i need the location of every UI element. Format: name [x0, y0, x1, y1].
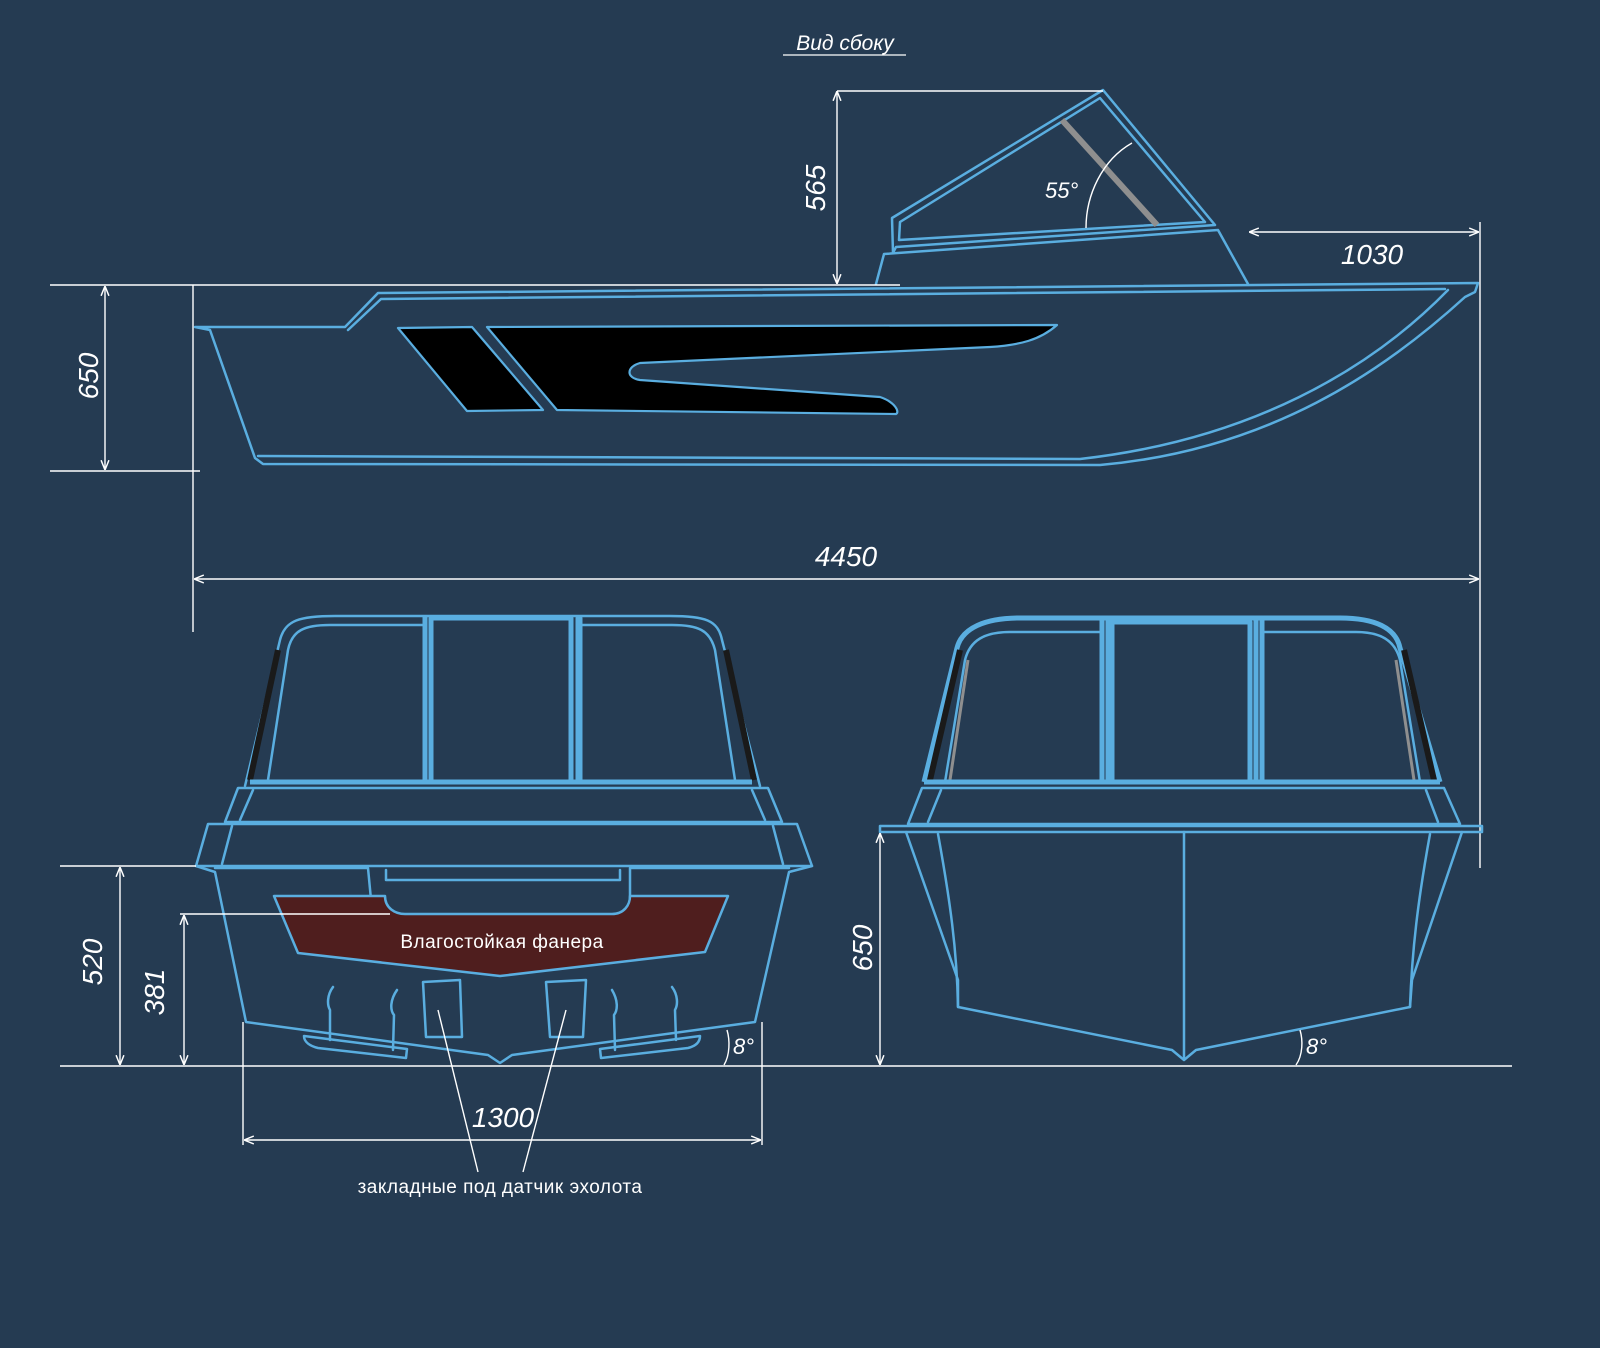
stern-strake-1 — [326, 985, 335, 1042]
side-view-dimensions: 565 1030 650 4450 — [50, 90, 1481, 868]
stern-windshield-inner-r — [578, 623, 737, 782]
stern-windshield-base — [223, 786, 784, 824]
front-view: 8° — [878, 615, 1484, 1066]
front-windshield-base — [906, 786, 1462, 826]
windshield-base — [874, 228, 1250, 286]
front-pane-right — [1253, 615, 1265, 785]
stern-deck — [194, 822, 814, 868]
front-glass-right — [1401, 649, 1437, 781]
dim-label-520: 520 — [77, 938, 108, 985]
side-stripe-1 — [396, 325, 545, 413]
front-deck — [878, 824, 1484, 834]
deadrise-arc-front — [1295, 1029, 1303, 1066]
front-glass-left — [927, 649, 963, 781]
dim-label-381: 381 — [139, 969, 170, 1016]
stern-view-dimensions: 520 381 1300 закладные под датчик эхолот… — [60, 865, 1512, 1198]
angle-label-55: 55° — [1045, 178, 1078, 203]
stern-strake-4 — [670, 985, 679, 1042]
stern-strake-3 — [610, 988, 618, 1052]
dim-label-4450: 4450 — [815, 541, 878, 572]
stern-glass-right — [723, 649, 757, 781]
dim-label-565: 565 — [800, 164, 831, 211]
stern-hull — [194, 864, 814, 1065]
side-hull-chine — [256, 288, 1450, 461]
stern-glass-left — [247, 649, 281, 781]
stern-skid-left — [302, 1034, 409, 1060]
stern-pane-center — [428, 615, 574, 785]
stern-windshield-outer — [243, 614, 762, 788]
side-stripe-2 — [485, 323, 1059, 416]
sensor-mount-right — [544, 978, 588, 1039]
front-pane-left — [1099, 615, 1111, 785]
stern-skid-right — [598, 1034, 702, 1060]
dim-label-650-front: 650 — [847, 924, 878, 971]
windshield-inner — [897, 96, 1207, 242]
view-title: Вид сбоку — [796, 32, 895, 55]
windshield-pillar — [1059, 117, 1160, 228]
side-view: 55° — [193, 88, 1480, 467]
stern-pane-right — [575, 615, 583, 785]
deadrise-label-front: 8° — [1306, 1034, 1327, 1059]
stern-strake-2 — [390, 988, 399, 1052]
dim-label-1300: 1300 — [472, 1102, 535, 1133]
angle-arc-55 — [1085, 142, 1133, 229]
sensor-mount-left — [421, 978, 464, 1039]
deadrise-label-stern: 8° — [733, 1034, 754, 1059]
deadrise-arc-stern — [723, 1029, 730, 1066]
front-view-dimensions: 650 — [847, 834, 880, 1064]
stern-pane-left — [350, 618, 425, 782]
front-windshield-outer — [921, 615, 1443, 783]
front-windshield-inner-r — [1260, 630, 1422, 784]
stern-windshield-inner — [266, 623, 427, 782]
front-windshield-inner — [943, 630, 1102, 784]
side-hull-gunwale — [346, 287, 1447, 332]
dim-label-1030: 1030 — [1341, 239, 1404, 270]
side-hull — [193, 281, 1480, 467]
front-pane-center — [1109, 619, 1253, 785]
stern-view: Влагостойкая фанера 8° — [194, 614, 814, 1066]
dim-label-650-side: 650 — [73, 352, 104, 399]
plywood-label: Влагостойкая фанера — [400, 932, 603, 953]
plywood-panel — [272, 894, 730, 978]
windshield-frame — [890, 88, 1217, 255]
sensor-mounts-label: закладные под датчик эхолота — [358, 1177, 643, 1198]
